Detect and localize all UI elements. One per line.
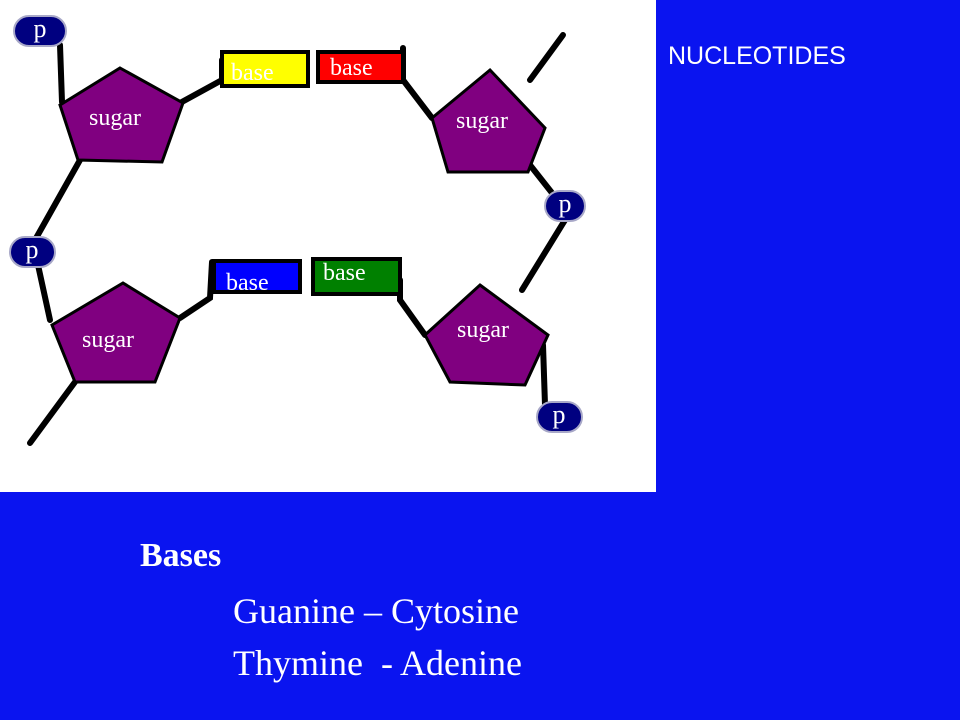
- phosphate-label: p: [34, 14, 47, 43]
- sugar-label: sugar: [82, 327, 134, 353]
- phosphate-label: p: [553, 400, 566, 429]
- sugar-label: sugar: [456, 108, 508, 134]
- base-label: base: [330, 55, 373, 81]
- bases-title: Bases: [140, 537, 222, 574]
- bond-line: [27, 379, 78, 446]
- bond-line: [35, 262, 53, 323]
- bond-line: [519, 217, 568, 293]
- phosphate-label: p: [26, 235, 39, 264]
- page-heading: NUCLEOTIDES: [668, 42, 846, 70]
- phosphate-shape: [544, 190, 586, 222]
- base-box-blue: [212, 259, 302, 294]
- sugar-shape: [58, 66, 185, 164]
- nucleotide-diagram: sugar sugar sugar sugar base base base b…: [0, 0, 656, 492]
- base-label: base: [226, 270, 269, 296]
- phosphate-shape: [9, 236, 56, 268]
- base-box-green: [311, 257, 402, 296]
- bond-line: [57, 42, 65, 105]
- base-label: base: [231, 60, 274, 86]
- phosphate-shape: [13, 15, 67, 47]
- base-label: base: [323, 260, 366, 286]
- base-pair-line: Thymine - Adenine: [233, 643, 522, 683]
- bond-line: [32, 157, 83, 243]
- bond-line: [540, 342, 548, 408]
- bond-line: [527, 32, 566, 83]
- base-pair-line: Guanine – Cytosine: [233, 591, 519, 631]
- sugar-shape: [50, 281, 182, 384]
- phosphate-shape: [536, 401, 583, 433]
- sugar-label: sugar: [89, 105, 141, 131]
- phosphate-label: p: [559, 189, 572, 218]
- sugar-shape: [423, 283, 550, 387]
- sugar-label: sugar: [457, 317, 509, 343]
- base-box-red: [316, 50, 405, 84]
- sugar-shape: [430, 67, 547, 174]
- base-box-yellow: [220, 50, 310, 88]
- bond-line: [177, 259, 215, 321]
